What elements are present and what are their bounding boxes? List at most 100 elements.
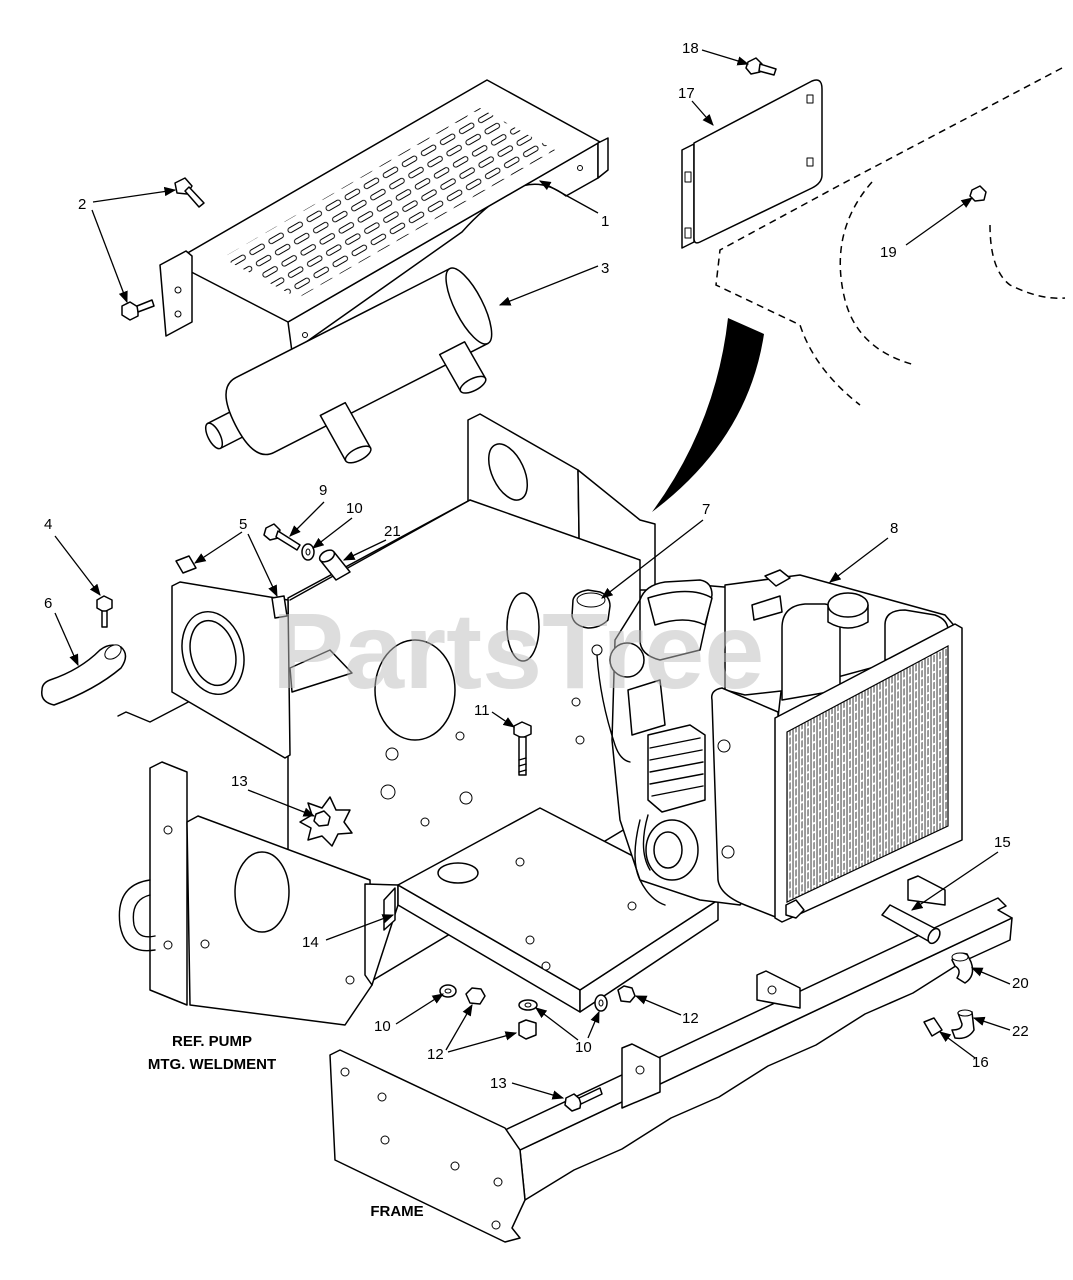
callout-15: 15 <box>994 834 1011 851</box>
weldment-hole <box>575 735 585 745</box>
radiator-drain-fitting <box>785 899 805 919</box>
body-outline-fender-rear <box>989 224 1066 299</box>
bolt-shank <box>101 610 108 628</box>
leader-22 <box>972 1016 1011 1031</box>
radiator-mount-lug <box>721 845 735 859</box>
weldment-hole <box>571 697 581 707</box>
bolt-13-lower <box>564 1087 603 1112</box>
ground-wire <box>596 654 631 763</box>
bolt-2a <box>174 177 205 208</box>
leader-10-upper <box>312 517 353 549</box>
body-outline-fender <box>839 181 916 366</box>
pipe-end <box>927 927 941 945</box>
frame-hole <box>340 1067 350 1077</box>
fitting-16 <box>923 1017 943 1037</box>
washer-10-lower-left <box>439 984 457 998</box>
callout-14: 14 <box>302 934 319 951</box>
bolt-shank <box>518 736 527 776</box>
guard-vent-slots <box>222 108 555 298</box>
callout-7: 7 <box>702 501 710 518</box>
hydraulic-line <box>118 879 156 952</box>
plate-slot <box>806 157 814 167</box>
bolt-shank <box>758 63 777 76</box>
leader-2b <box>91 209 128 304</box>
leader-2a <box>92 186 177 203</box>
leader-12-right <box>634 995 682 1016</box>
leader-14 <box>325 914 395 941</box>
weldment-hole <box>200 939 210 949</box>
pipe-15 <box>881 904 941 945</box>
muffler-end-cap <box>445 267 493 345</box>
washer-10-lower-mid <box>518 999 538 1011</box>
callout-numbers: 18 17 2 1 3 19 9 10 21 5 4 6 7 8 11 13 1… <box>44 40 1029 1092</box>
washer-hole <box>598 999 604 1007</box>
callout-2: 2 <box>78 196 86 213</box>
frame-hole <box>380 1135 390 1145</box>
muffler-body <box>225 267 489 456</box>
plate-slot <box>806 94 814 104</box>
radiator-side-tank <box>710 687 779 919</box>
plate-body <box>693 79 823 244</box>
sleeve-bore <box>576 592 606 608</box>
leader-21 <box>342 539 387 561</box>
plate-flange <box>681 143 695 249</box>
nut-12-lower-left <box>465 987 486 1005</box>
leader-8 <box>829 537 889 583</box>
weldment-tab <box>289 649 353 693</box>
guard-mounting-hole <box>174 286 182 294</box>
guard-mounting-hole <box>302 332 308 338</box>
washer-10-upper <box>301 543 315 561</box>
callout-16: 16 <box>972 1054 989 1071</box>
engine <box>591 569 963 923</box>
callout-20: 20 <box>1012 975 1029 992</box>
ref-pump-label-line2: MTG. WELDMENT <box>148 1056 276 1073</box>
callout-5: 5 <box>239 516 247 533</box>
bolt-9 <box>263 523 301 551</box>
weldment-hole <box>380 784 396 800</box>
plate-slot <box>684 171 692 183</box>
callout-1: 1 <box>601 213 609 230</box>
frame-hole <box>491 1220 501 1230</box>
weldment-oval-hole <box>506 592 540 662</box>
spacer-end <box>318 549 336 563</box>
rear-plate-hole <box>487 443 529 501</box>
nut <box>617 985 636 1003</box>
frame-rail-web <box>519 917 1013 1201</box>
weldment-large-hole <box>374 639 456 741</box>
bolt-shank <box>184 186 205 208</box>
callout-leaders <box>54 49 1011 1100</box>
bolt-19 <box>969 185 987 202</box>
callout-21: 21 <box>384 523 401 540</box>
clip <box>271 595 288 619</box>
callout-3: 3 <box>601 260 609 277</box>
leader-10-lower-mid-a <box>535 1007 579 1041</box>
callout-18: 18 <box>682 40 699 57</box>
frame-hole <box>450 1161 460 1171</box>
engine-label-plate <box>751 595 783 621</box>
leader-6 <box>54 612 79 667</box>
bolt-shank <box>136 299 155 313</box>
elbow-22 <box>951 1009 975 1040</box>
engine-mount-plate-hole <box>627 901 637 911</box>
guard-mounting-hole <box>577 165 583 171</box>
spark-plug-cap <box>609 642 645 678</box>
callout-4: 4 <box>44 516 52 533</box>
leader-20 <box>970 967 1011 985</box>
heat-shield-plate <box>681 79 823 249</box>
elbow-20 <box>951 952 974 984</box>
callout-22: 22 <box>1012 1023 1029 1040</box>
leader-17 <box>691 100 714 126</box>
leader-15 <box>911 851 999 911</box>
muffler <box>204 267 493 464</box>
engine-mount-plate <box>364 807 719 1013</box>
nut <box>465 987 486 1005</box>
callout-6: 6 <box>44 595 52 612</box>
engine-mount-plate-hole <box>515 857 525 867</box>
nut <box>518 1019 537 1040</box>
regulator-rectifier <box>647 724 706 813</box>
leader-11 <box>491 711 515 728</box>
leader-4 <box>54 535 101 596</box>
muffler-outlet-pipe-end <box>344 445 372 464</box>
guard-mounting-hole <box>174 310 182 318</box>
